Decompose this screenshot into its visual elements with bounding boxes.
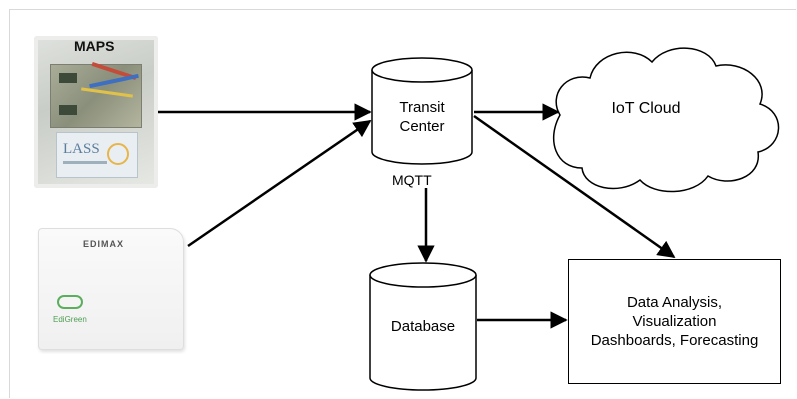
transit-center-cylinder: [371, 57, 473, 165]
lass-badge-text: LASS: [63, 141, 100, 157]
data-analysis-box: Data Analysis, Visualization Dashboards,…: [568, 259, 781, 384]
analysis-line3: Dashboards, Forecasting: [590, 332, 759, 349]
edge-transit-to-analysis: [473, 114, 676, 259]
edimax-device-body: EDIMAX EdiGreen: [38, 228, 184, 350]
circuit-board-graphic: [50, 61, 142, 128]
mqtt-label: MQTT: [392, 172, 432, 188]
diagram-frame: [9, 9, 796, 398]
sun-icon: [107, 143, 129, 165]
chip-graphic: [59, 105, 77, 115]
transit-center-line2: Center: [399, 118, 445, 135]
iot-cloud-label: IoT Cloud: [611, 100, 681, 117]
database-cylinder: [369, 262, 477, 391]
badge-subline: [63, 161, 107, 164]
transit-center-line1: Transit: [399, 99, 445, 116]
edimax-device-photo: EDIMAX EdiGreen: [34, 222, 188, 354]
edge-edimax-to-transit: [187, 119, 372, 248]
database-label: Database: [390, 318, 456, 335]
data-analysis-text: Data Analysis, Visualization Dashboards,…: [591, 293, 759, 350]
analysis-line2: Visualization: [632, 313, 717, 330]
maps-device-photo: LASS: [34, 36, 158, 188]
analysis-line1: Data Analysis,: [626, 294, 723, 311]
maps-label: MAPS: [74, 38, 115, 54]
transit-center-label: Transit Center: [372, 98, 472, 136]
iot-cloud-shape: [552, 47, 780, 193]
edimax-brand-text: EDIMAX: [83, 239, 125, 249]
chip-graphic: [59, 73, 77, 83]
lass-badge: LASS: [56, 132, 138, 178]
edigreen-text: EdiGreen: [53, 315, 87, 324]
cloud-logo-icon: [57, 295, 83, 309]
